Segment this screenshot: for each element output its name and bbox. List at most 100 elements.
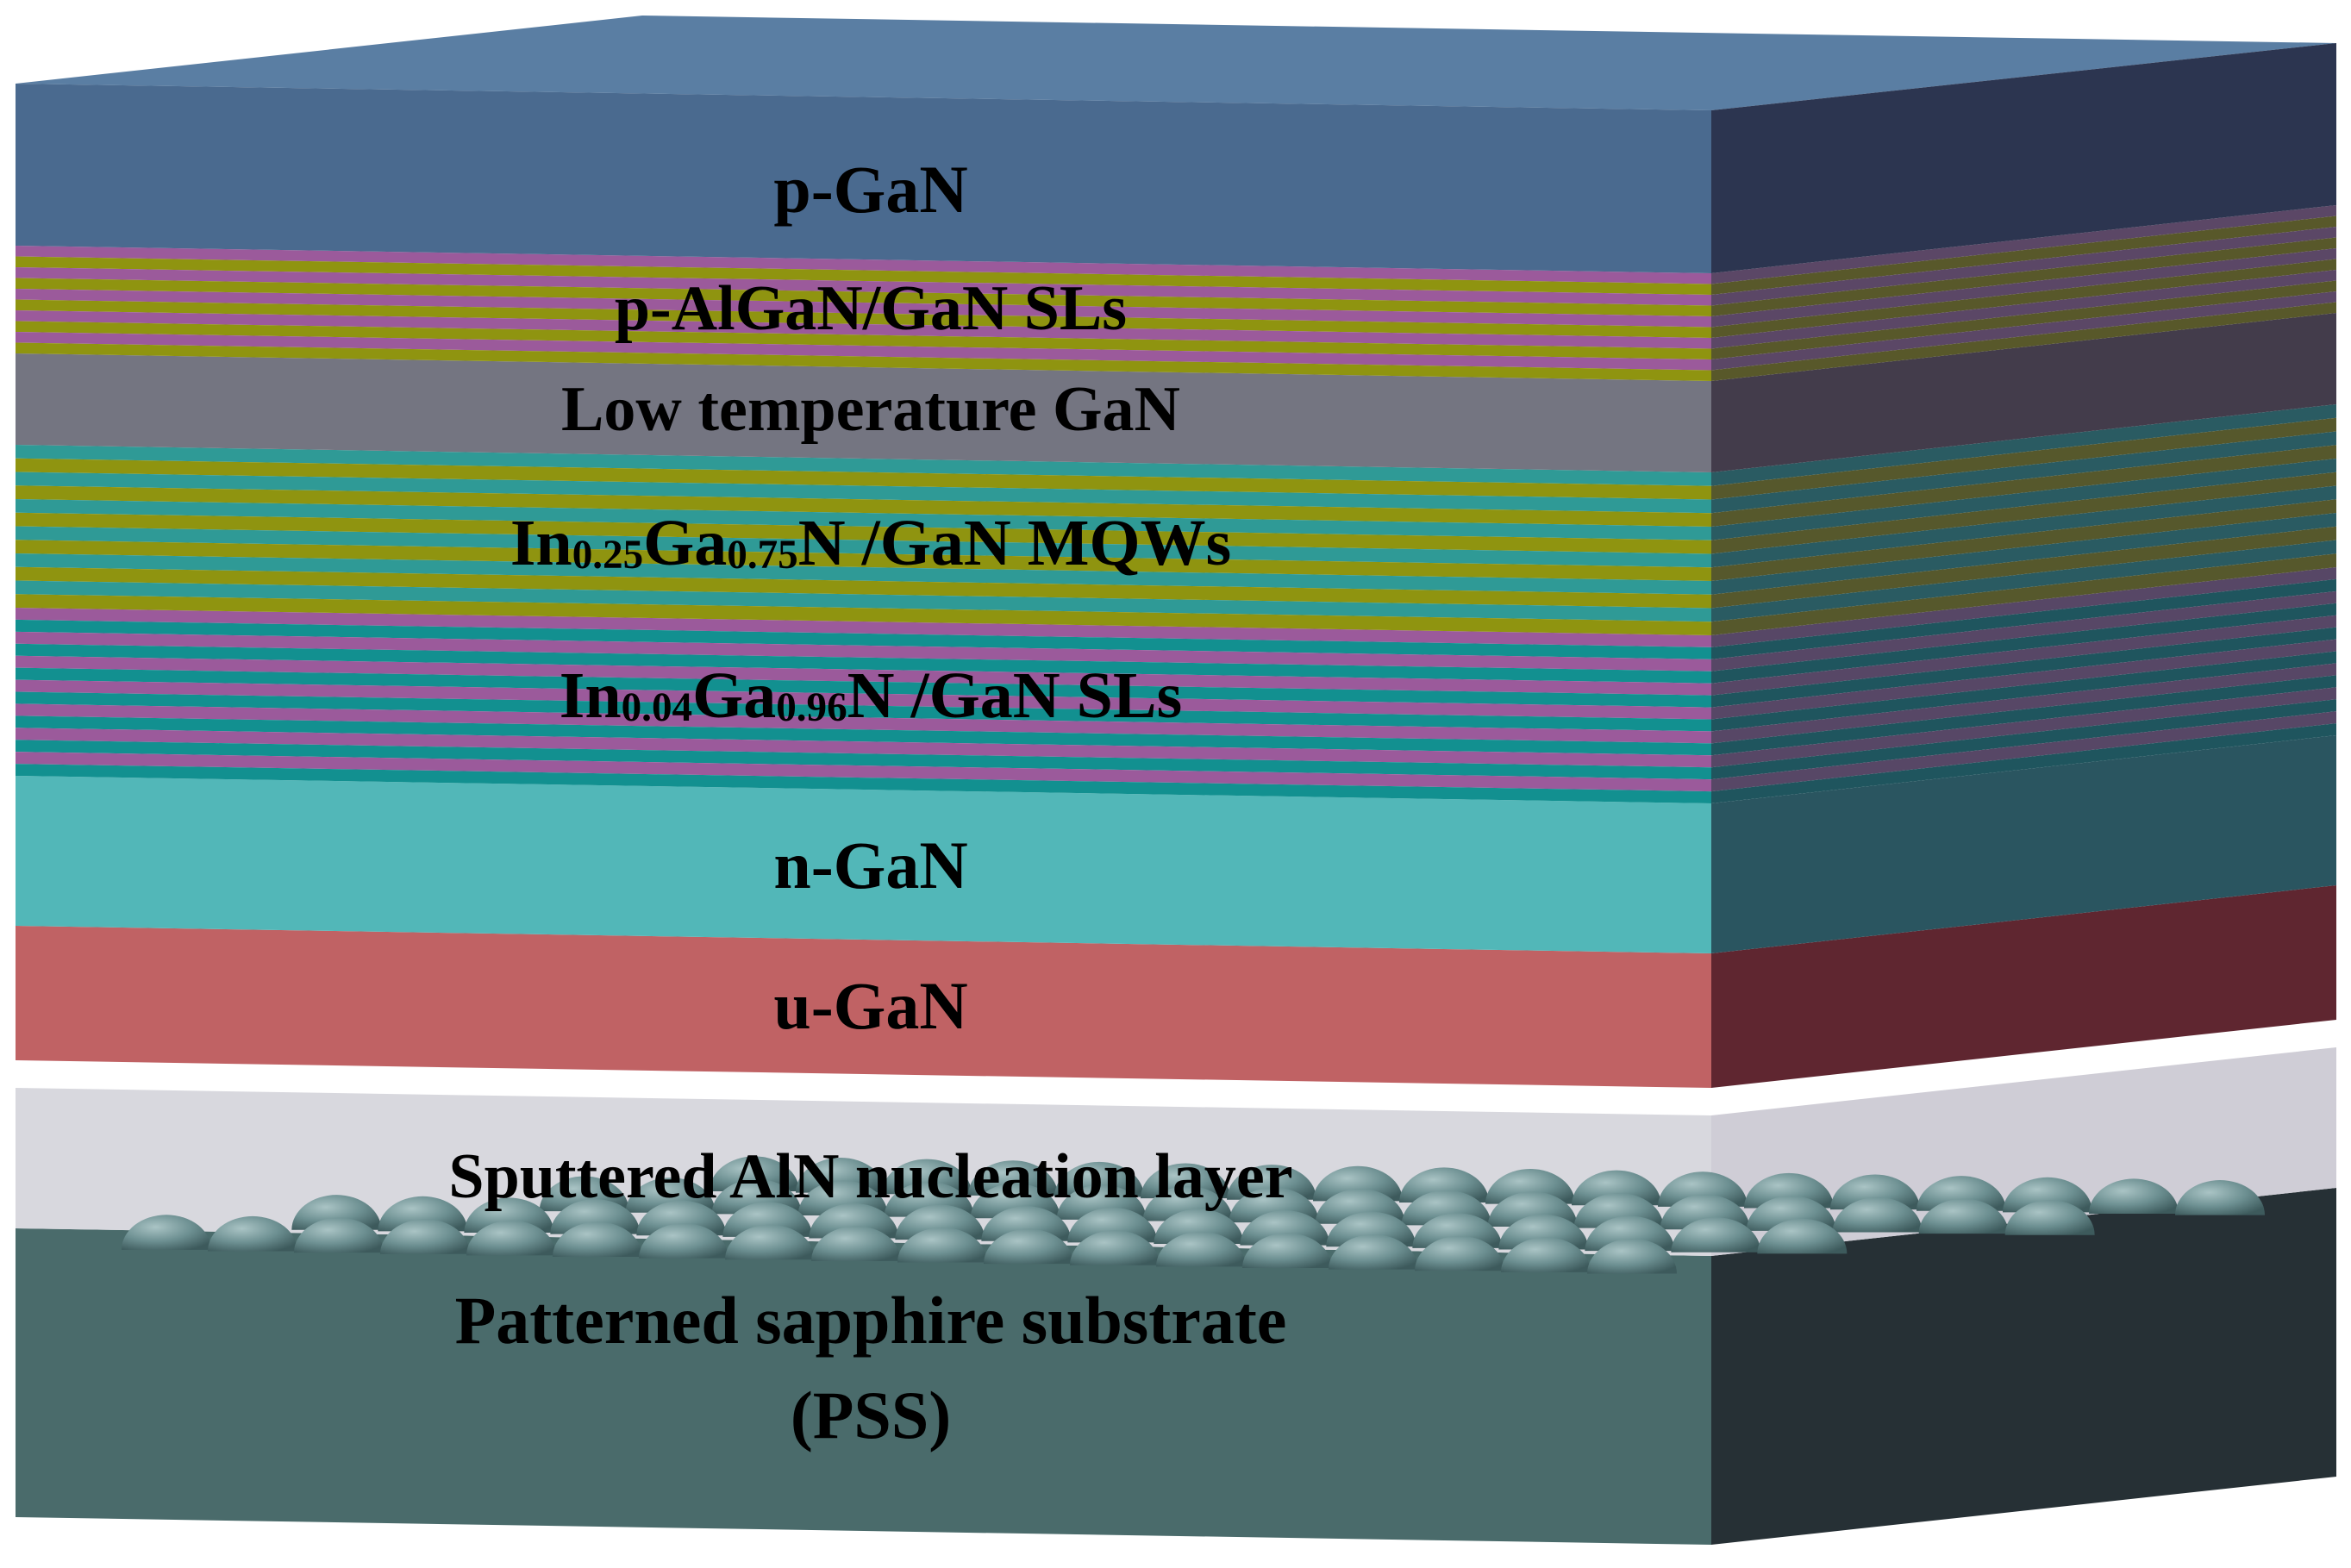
sapphire-dome xyxy=(809,1203,899,1239)
p-algan-sls-side-stripe xyxy=(1711,291,2336,371)
sapphire-dome xyxy=(895,1204,985,1240)
pss-front-face xyxy=(16,1228,1711,1545)
sapphire-dome xyxy=(2175,1180,2265,1215)
sapphire-dome xyxy=(639,1223,728,1259)
sapphire-dome xyxy=(291,1195,382,1230)
sapphire-dome xyxy=(1070,1230,1160,1265)
label-n-gan: n-GaN xyxy=(773,828,967,903)
mqws-side-stripe xyxy=(1711,472,2336,554)
sapphire-dome xyxy=(378,1196,468,1232)
sapphire-dome xyxy=(1916,1176,2006,1211)
u-gan-side-face xyxy=(1711,885,2336,1088)
ingan-sls-stripe xyxy=(16,740,1711,780)
p-algan-sls-side-stripe xyxy=(1711,227,2336,306)
top-face xyxy=(16,16,2336,110)
sapphire-dome xyxy=(294,1217,384,1253)
ingan-sls-side-stripe xyxy=(1711,627,2336,708)
label-pss-line1: Patterned sapphire substrate xyxy=(455,1283,1287,1358)
u-gan-front-face xyxy=(16,926,1711,1088)
p-algan-sls-stripe xyxy=(16,342,1711,381)
p-algan-sls-stripe xyxy=(16,278,1711,316)
sapphire-dome xyxy=(722,1202,813,1237)
sapphire-dome xyxy=(1498,1214,1589,1250)
ingan-sls-side-stripe xyxy=(1711,590,2336,672)
mqws-stripe xyxy=(16,472,1711,514)
ingan-sls-side-stripe xyxy=(1711,699,2336,780)
label-pss-line2: (PSS) xyxy=(791,1377,951,1452)
mqws-stripe xyxy=(16,526,1711,568)
sapphire-dome xyxy=(1242,1233,1332,1268)
sapphire-dome xyxy=(1415,1235,1504,1271)
ingan-sls-side-stripe xyxy=(1711,663,2336,744)
sapphire-dome xyxy=(1485,1169,1575,1204)
sapphire-dome xyxy=(636,1200,727,1236)
p-algan-sls-stripes xyxy=(16,205,2336,381)
mqws-side-stripe xyxy=(1711,445,2336,527)
ingan-sls-side-stripe xyxy=(1711,567,2336,647)
ingan-sls-side-stripe xyxy=(1711,687,2336,768)
ingan-sls-stripe xyxy=(16,728,1711,768)
n-gan-front-face xyxy=(16,776,1711,953)
p-algan-sls-side-stripe xyxy=(1711,270,2336,349)
p-algan-sls-stripe xyxy=(16,267,1711,306)
mqws-side-stripe xyxy=(1711,526,2336,609)
mqws-side-stripe xyxy=(1711,417,2336,500)
sapphire-dome xyxy=(1832,1196,1923,1233)
ingan-sls-stripe xyxy=(16,619,1711,659)
sapphire-dome xyxy=(984,1228,1073,1265)
label-u-gan: u-GaN xyxy=(773,968,967,1043)
mqws-stripe xyxy=(16,458,1711,500)
ingan-sls-stripe xyxy=(16,667,1711,708)
sapphire-dome xyxy=(380,1219,470,1254)
n-gan-side-face xyxy=(1711,735,2336,953)
sapphire-dome xyxy=(2003,1177,2093,1213)
p-algan-sls-side-stripe xyxy=(1711,280,2336,359)
ingan-sls-stripe xyxy=(16,691,1711,732)
p-algan-sls-stripe xyxy=(16,256,1711,295)
sapphire-dome-pattern xyxy=(122,1156,2265,1274)
p-algan-sls-side-stripe xyxy=(1711,205,2336,284)
sapphire-dome xyxy=(464,1197,554,1233)
sapphire-dome xyxy=(882,1159,972,1195)
sapphire-dome xyxy=(553,1221,642,1257)
ingan-sls-side-stripe xyxy=(1711,603,2336,684)
sapphire-dome xyxy=(897,1227,987,1263)
mqws-side-stripe xyxy=(1711,459,2336,540)
sapphire-dome xyxy=(1830,1174,1920,1210)
ingan-sls-stripes xyxy=(16,567,2336,803)
sapphire-dome xyxy=(1067,1207,1158,1243)
sapphire-dome xyxy=(968,1160,1058,1196)
ingan-sls-stripe xyxy=(16,643,1711,684)
ingan-sls-stripe xyxy=(16,655,1711,696)
mqws-stripe xyxy=(16,485,1711,527)
lt-gan-front-face xyxy=(16,353,1711,472)
p-algan-sls-side-stripe xyxy=(1711,216,2336,295)
pss-side-face xyxy=(1711,1188,2336,1545)
sapphire-dome xyxy=(208,1215,297,1252)
sapphire-dome xyxy=(1572,1170,1661,1206)
ingan-sls-side-stripe xyxy=(1711,615,2336,696)
ingan-sls-stripe xyxy=(16,631,1711,672)
label-p-algan-sls: p-AlGaN/GaN SLs xyxy=(615,273,1127,344)
sapphire-dome xyxy=(1501,1237,1591,1272)
sapphire-dome xyxy=(1671,1217,1761,1253)
mqws-stripe xyxy=(16,540,1711,581)
label-p-gan: p-GaN xyxy=(773,152,967,227)
p-gan-side-face xyxy=(1711,43,2336,273)
mqws-side-stripe xyxy=(1711,404,2336,486)
sapphire-dome xyxy=(466,1220,556,1256)
p-algan-sls-stripe xyxy=(16,332,1711,371)
mqws-stripe xyxy=(16,553,1711,595)
sapphire-dome xyxy=(122,1215,211,1250)
sapphire-dome xyxy=(725,1224,815,1260)
p-algan-sls-stripe xyxy=(16,289,1711,328)
mqws-stripe xyxy=(16,566,1711,609)
p-algan-sls-stripe xyxy=(16,310,1711,349)
sapphire-dome xyxy=(1329,1234,1418,1270)
ingan-sls-side-stripe xyxy=(1711,639,2336,720)
sapphire-dome xyxy=(1156,1231,1246,1267)
p-gan-front-face xyxy=(16,84,1711,273)
mqws-stripe xyxy=(16,499,1711,540)
mqws-stripe xyxy=(16,445,1711,486)
